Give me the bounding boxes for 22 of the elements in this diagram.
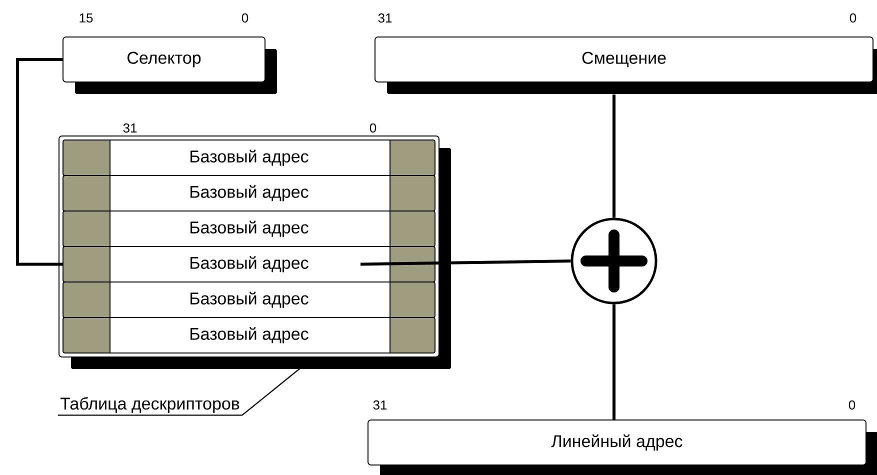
connector-line xyxy=(612,94,616,218)
bit-number: 31 xyxy=(378,13,392,23)
connector-line xyxy=(360,260,571,266)
connector-line xyxy=(612,304,616,420)
table-row: Базовый адрес xyxy=(62,246,436,282)
bit-number: 15 xyxy=(80,13,93,23)
table-row: Базовый адрес xyxy=(62,174,436,212)
bit-number: 31 xyxy=(373,400,387,410)
table-row: Базовый адрес xyxy=(62,282,436,318)
register-box: Смещение xyxy=(374,36,877,94)
table-row: Базовый адрес xyxy=(62,316,436,354)
table-caption: Таблица дескрипторов xyxy=(60,397,240,413)
register-box: Селектор xyxy=(62,36,277,94)
bit-number: 0 xyxy=(370,123,376,133)
adder-circle xyxy=(570,218,658,304)
bit-number: 0 xyxy=(242,13,248,23)
bit-number: 0 xyxy=(850,13,856,23)
table-row: Базовый адрес xyxy=(62,140,436,176)
bit-number: 0 xyxy=(848,400,856,410)
connector-line xyxy=(16,58,62,266)
register-box: Линейный адрес xyxy=(368,420,877,475)
table-row: Базовый адрес xyxy=(62,210,436,248)
